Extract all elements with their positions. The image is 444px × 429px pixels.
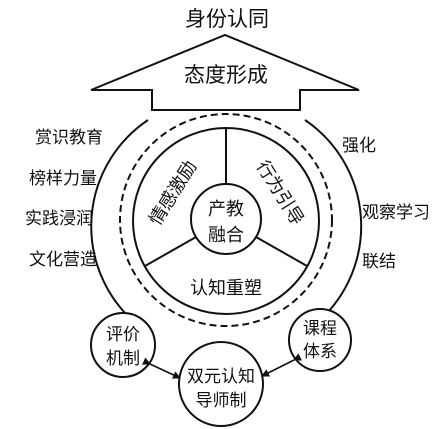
right-method-list: 强化 观察学习 联结 [342,136,430,272]
left-list-item: 榜样力量 [29,169,97,189]
curriculum-label-line1: 课程 [303,319,337,339]
right-list-item: 强化 [342,136,376,156]
evaluation-mechanism-node [90,312,156,378]
double-arrow-right [261,353,303,377]
dual-mentor-node [178,341,264,427]
identity-label: 身份认同 [185,7,269,31]
outer-arc-left [90,119,149,321]
center-label-line1: 产教 [208,199,244,220]
center-circle [190,183,262,255]
sector-cognitive-reshaping: 认知重塑 [190,278,262,299]
dual-mentor-label-line1: 双元认知 [187,367,255,387]
right-list-item: 观察学习 [362,203,430,223]
left-list-item: 赏识教育 [35,128,103,148]
curriculum-system-node [288,308,352,372]
attitude-arrow-shape [90,33,360,111]
left-list-item: 实践浸润 [25,209,93,229]
divider-bottom-left [144,236,197,267]
left-method-list: 赏识教育 榜样力量 实践浸润 文化营造 [25,128,103,270]
outer-arc-right [304,119,363,321]
divider-bottom-right [255,236,308,267]
dashed-ring [119,113,333,327]
attitude-formation-label: 态度形成 [184,63,268,87]
curriculum-label-line2: 体系 [303,342,337,362]
left-list-item: 文化营造 [29,250,97,270]
dual-mentor-label-line2: 导师制 [196,391,247,411]
center-label-line2: 融合 [208,225,244,246]
double-arrow-left [141,357,181,379]
right-list-item: 联结 [362,252,396,272]
evaluation-label-line2: 机制 [106,349,140,369]
evaluation-label-line1: 评价 [106,325,140,345]
